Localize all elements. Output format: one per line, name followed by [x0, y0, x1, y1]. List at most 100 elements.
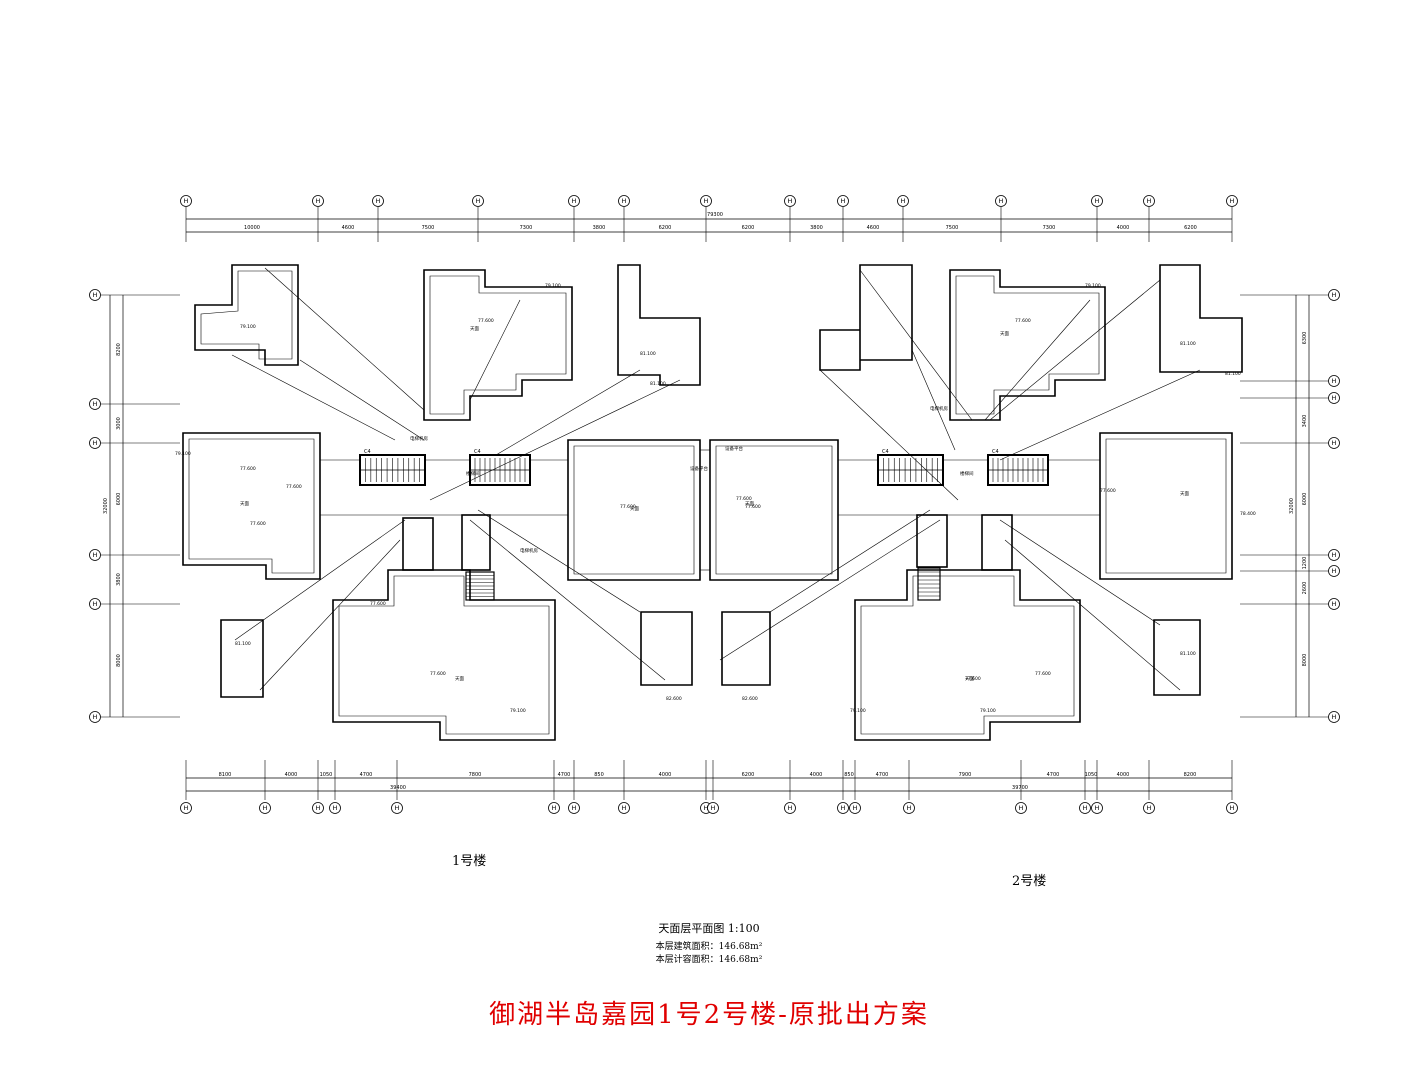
leader-line	[264, 267, 425, 411]
axis-bubble-circle	[1091, 195, 1103, 207]
axis-bubble-label: H	[1332, 551, 1337, 559]
dimension-text: 32000	[1289, 498, 1295, 514]
axis-bubble: H	[1091, 195, 1103, 207]
dimension-lines	[109, 218, 1310, 792]
leader-line	[234, 519, 406, 641]
axis-bubble-label: H	[1019, 804, 1024, 812]
axis-bubble-circle	[1143, 195, 1155, 207]
axis-bubble-label: H	[572, 197, 577, 205]
dimension-text: 7800	[469, 772, 482, 778]
axis-bubble-label: H	[1230, 197, 1235, 205]
axis-bubble-label: H	[316, 197, 321, 205]
leader-line	[429, 379, 681, 501]
axis-bubble-label: H	[999, 197, 1004, 205]
axis-bubble: H	[568, 802, 580, 814]
axis-bubble: H	[312, 802, 324, 814]
dimension-text: 6200	[659, 225, 672, 231]
dimension-text: 4000	[285, 772, 298, 778]
leader-line	[769, 509, 931, 613]
axis-bubble-circle	[784, 802, 796, 814]
level-note: 79.100	[545, 283, 561, 289]
far-area-note: 本层计容面积：146.68m²	[655, 955, 763, 965]
axis-bubble-label: H	[711, 804, 716, 812]
level-note: 77.600	[250, 521, 266, 527]
stair-core: C4	[987, 449, 1049, 486]
axis-bubble-circle	[897, 195, 909, 207]
axis-bubble: H	[372, 195, 384, 207]
roof-outline	[617, 264, 701, 386]
axis-bubble-circle	[837, 195, 849, 207]
level-note: 77.600	[1035, 671, 1051, 677]
level-note: 77.600	[1100, 488, 1116, 494]
axis-bubble: H	[784, 802, 796, 814]
room-label: 电梯机房	[520, 547, 538, 554]
leader-line	[999, 369, 1201, 461]
axis-bubble-label: H	[1332, 394, 1337, 402]
parapet-line	[200, 270, 293, 360]
room-label: 设备平台	[690, 465, 708, 472]
building-area-note: 本层建筑面积：146.68m²	[655, 942, 763, 952]
axis-bubble-label: H	[93, 551, 98, 559]
axis-bubble-label: H	[476, 197, 481, 205]
level-note: 82.600	[666, 696, 682, 702]
dimension-text: 2600	[1302, 582, 1308, 595]
level-note: 77.600	[478, 318, 494, 324]
dimension-text: 3800	[810, 225, 823, 231]
dimension-text: 7500	[946, 225, 959, 231]
dimension-text: 7300	[520, 225, 533, 231]
axis-bubble-label: H	[841, 197, 846, 205]
axis-bubble-label: H	[901, 197, 906, 205]
axis-bubble: H	[472, 195, 484, 207]
stair-label: C4	[992, 449, 999, 455]
axis-bubble-circle	[1328, 711, 1340, 723]
axis-bubble-label: H	[788, 197, 793, 205]
stair-flight	[465, 571, 495, 601]
roof-outline	[1153, 619, 1201, 696]
level-note: 81.100	[650, 381, 666, 387]
axis-bubble-circle	[1226, 195, 1238, 207]
building-2-label: 2号楼	[1012, 874, 1047, 889]
dimension-text: 1050	[320, 772, 333, 778]
axis-bubble-label: H	[1095, 197, 1100, 205]
dimension-text: 3000	[116, 417, 122, 430]
parapet-line	[860, 575, 1075, 735]
axis-bubble-circle	[391, 802, 403, 814]
axis-bubble: H	[548, 802, 560, 814]
axis-bubble-label: H	[1083, 804, 1088, 812]
level-note: 81.100	[1225, 371, 1241, 377]
axis-bubble: H	[1328, 375, 1340, 387]
axis-bubble: H	[707, 802, 719, 814]
axis-bubble: H	[784, 195, 796, 207]
axis-bubble-circle	[89, 549, 101, 561]
axis-bubble-label: H	[1332, 377, 1337, 385]
axis-bubble-label: H	[184, 197, 189, 205]
leader-line	[719, 519, 941, 661]
level-note: 77.600	[745, 504, 761, 510]
axis-bubble-label: H	[1230, 804, 1235, 812]
room-label: 天面	[965, 676, 974, 682]
axis-bubble: H	[1143, 195, 1155, 207]
dimension-text: 3800	[116, 573, 122, 586]
axis-bubble-circle	[568, 802, 580, 814]
axis-bubble-circle	[1091, 802, 1103, 814]
dimension-text: 7900	[959, 772, 972, 778]
elevator-shaft	[981, 514, 1013, 571]
level-note: 77.600	[965, 676, 981, 682]
roof-outline	[220, 619, 264, 698]
stair-core: C4	[359, 449, 426, 486]
parapet-line	[188, 438, 315, 574]
dimension-text: 4700	[360, 772, 373, 778]
axis-bubble-label: H	[622, 197, 627, 205]
axis-bubble-label: H	[93, 291, 98, 299]
main-title: 御湖半岛嘉园1号2号楼-原批出方案	[489, 1000, 929, 1030]
dimension-text: 8200	[116, 343, 122, 356]
dimension-text: 6300	[1302, 332, 1308, 345]
axis-bubble: H	[618, 195, 630, 207]
axis-bubble: H	[618, 802, 630, 814]
axis-bubble-label: H	[316, 804, 321, 812]
axis-bubble-label: H	[907, 804, 912, 812]
axis-bubble-circle	[1079, 802, 1091, 814]
dimension-text: 3800	[593, 225, 606, 231]
axis-bubble: H	[1143, 802, 1155, 814]
